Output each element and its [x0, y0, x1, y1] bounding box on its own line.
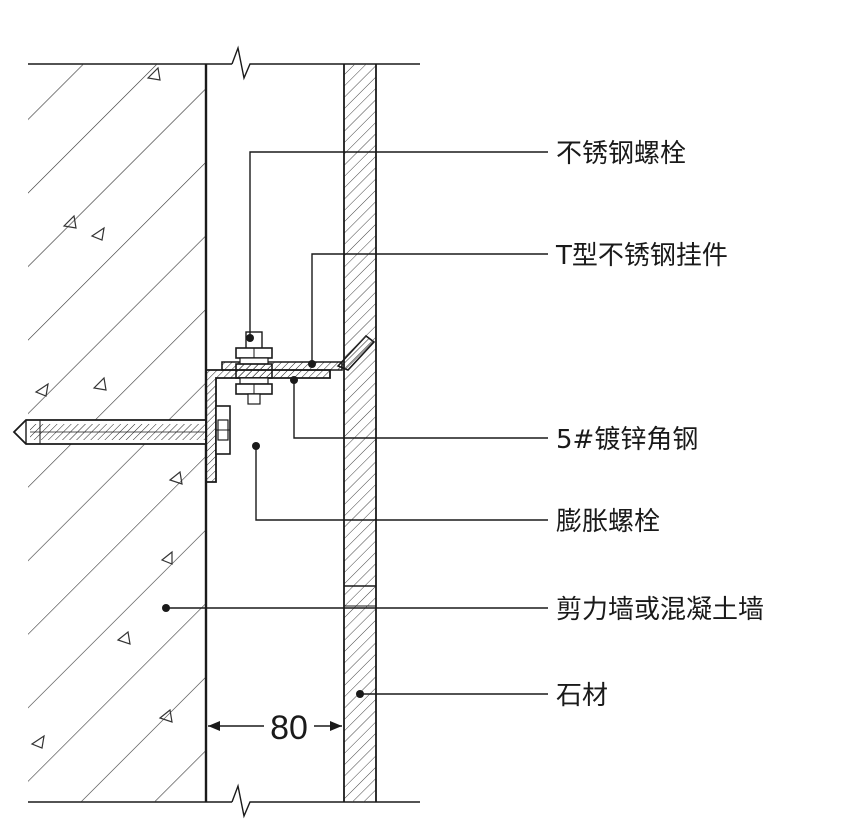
label-stone: 石材	[556, 681, 608, 711]
label-expansion-bolt: 膨胀螺栓	[556, 507, 660, 537]
label-stainless-bolt: 不锈钢螺栓	[556, 139, 686, 169]
leader-expansion-bolt	[255, 446, 548, 521]
label-angle-steel: 5#镀锌角钢	[556, 425, 698, 455]
label-t-hanger: T型不锈钢挂件	[555, 241, 728, 271]
leaders	[166, 151, 548, 695]
leader-t-hanger	[311, 253, 548, 364]
expansion-bolt-shape	[12, 419, 207, 445]
label-shear-wall: 剪力墙或混凝土墙	[556, 595, 764, 625]
callout-labels: 不锈钢螺栓 T型不锈钢挂件 5#镀锌角钢 膨胀螺栓 剪力墙或混凝土墙 石材	[555, 139, 764, 711]
stone-panel	[343, 64, 377, 802]
aggregate-marks	[30, 66, 183, 749]
dimension-value: 80	[270, 709, 308, 747]
leader-dots	[162, 334, 364, 698]
dimension-80: 80	[208, 709, 342, 747]
leader-angle-steel	[293, 380, 548, 439]
leader-stainless-bolt	[249, 151, 548, 338]
stainless-bolt-shape	[235, 331, 273, 405]
